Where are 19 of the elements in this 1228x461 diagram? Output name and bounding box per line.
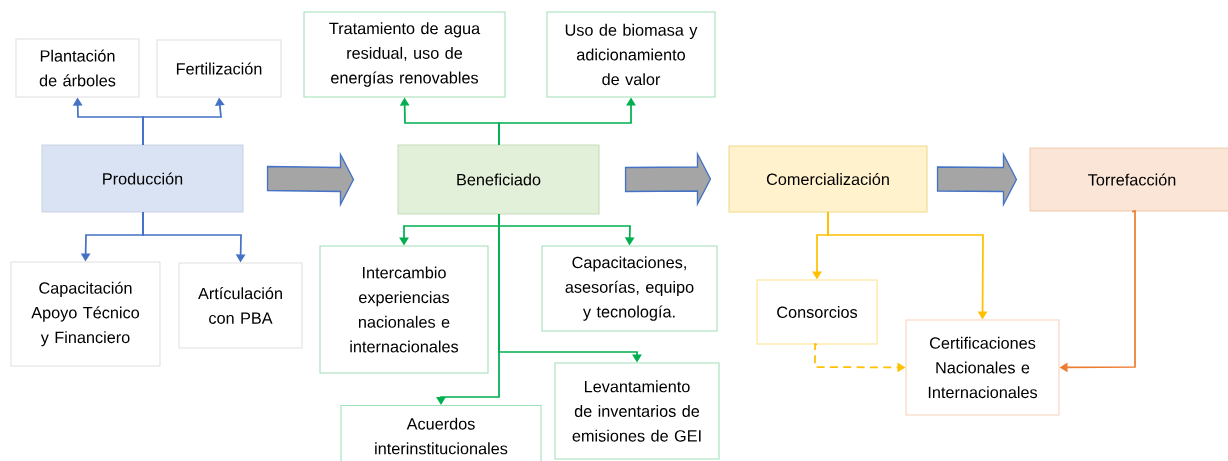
block-arrow <box>624 151 712 207</box>
process-box: Acuerdos interinstitucionales <box>340 404 542 461</box>
process-box: Capacitación Apoyo Técnico y Financiero <box>10 261 161 367</box>
process-box: Consorcios <box>756 279 878 345</box>
process-box: Artículación con PBA <box>178 262 303 349</box>
process-box: Certificaciones Nacionales e Internacionales <box>905 319 1060 416</box>
process-box: Plantación de árboles <box>15 38 140 98</box>
process-box: Tratamiento de agua residual, uso de energías renovables <box>303 11 506 98</box>
block-arrow <box>266 151 355 208</box>
process-box: Capacitaciones, asesorías, equipo y tecnología. <box>541 245 718 332</box>
process-box: Comercialización <box>728 145 928 213</box>
block-arrow <box>936 151 1018 208</box>
process-box: Producción <box>41 144 244 213</box>
process-box: Levantamiento de inventarios de emisiones de GEI <box>554 362 720 460</box>
process-box: Torrefacción <box>1029 147 1228 212</box>
process-box: Uso de biomasa y adicionamiento de valor <box>546 11 716 98</box>
process-box: Beneficiado <box>397 144 600 215</box>
process-box: Intercambio experiencias nacionales e internacionales <box>319 245 489 374</box>
process-box: Fertilización <box>156 39 282 98</box>
